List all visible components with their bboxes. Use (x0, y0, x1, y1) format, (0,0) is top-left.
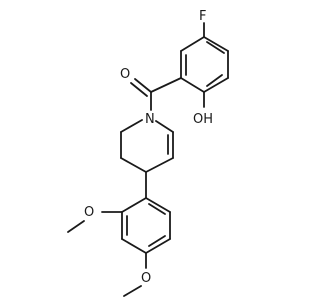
dimethoxyphenyl-ring (121, 197, 171, 254)
bond (120, 119, 143, 133)
bond-o-methyl (123, 285, 142, 297)
bond (121, 238, 147, 254)
molecule-canvas: F OH O N (67, 9, 229, 297)
methoxy-oxygen-label-2: O (141, 271, 151, 286)
methoxy-oxygen-label-1: O (84, 205, 94, 220)
carbonyl-bond (134, 78, 152, 93)
structure-diagram: F OH O N (67, 9, 229, 297)
bond-o-methyl (67, 220, 85, 233)
bond (180, 77, 205, 93)
double-bond-inner (206, 74, 223, 87)
bond (145, 157, 174, 173)
bond (180, 36, 205, 52)
bond-ring-carbonyl (150, 77, 182, 93)
bond (203, 77, 229, 93)
bond (203, 36, 229, 52)
fluorohydroxyphenyl-ring (180, 36, 229, 93)
bond (155, 120, 174, 133)
hydroxyl-label: OH (193, 112, 213, 127)
fluorine-label: F (199, 9, 206, 24)
double-bond-inner (148, 203, 166, 215)
bond (121, 197, 147, 213)
bond (145, 197, 171, 213)
double-bond-inner (206, 41, 225, 54)
nitrogen-label: N (145, 112, 155, 127)
bond (120, 157, 147, 173)
tetrahydropyridine-ring (120, 119, 174, 173)
carbonyl-oxygen-label: O (120, 67, 130, 82)
carbonyl-double-bond (130, 82, 148, 97)
bond (145, 238, 171, 254)
double-bond-inner (148, 235, 166, 247)
